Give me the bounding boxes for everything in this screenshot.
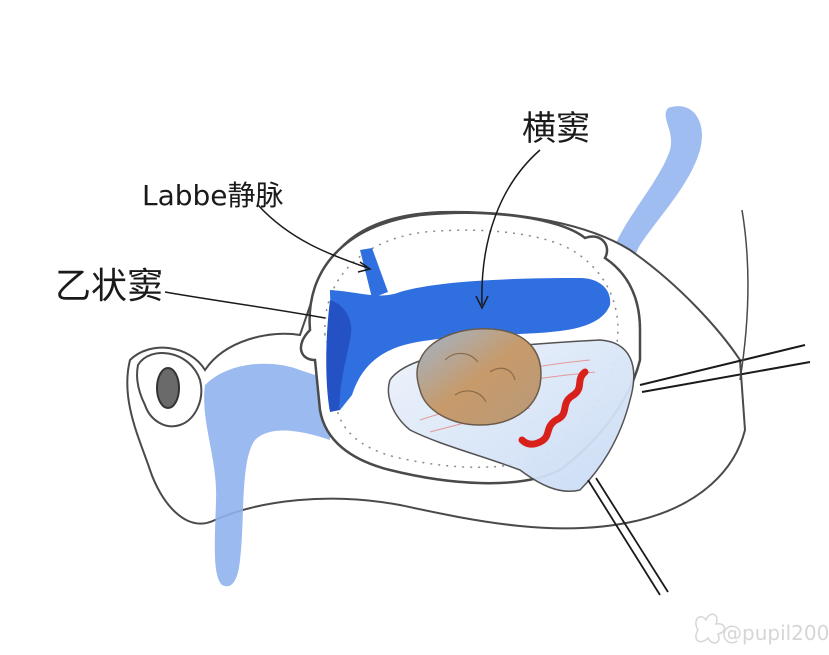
tumor-mass: [416, 328, 542, 426]
label-transverse-sinus: 横窦: [522, 109, 590, 149]
labbe-vein: [360, 248, 388, 298]
transverse-sinus: [330, 278, 611, 410]
craniotomy-inner-edge: [324, 229, 619, 468]
labbe-leader-arrow: [357, 261, 372, 273]
retractor-instrument-lower: [587, 477, 669, 596]
watermark-text: @pupil2009: [722, 621, 829, 645]
label-sigmoid-sinus: 乙状窦: [55, 266, 163, 307]
sigmoid-leader-line: [164, 291, 326, 319]
retractor-instrument-right: [639, 344, 811, 393]
sigmoid-sinus-dark: [326, 300, 352, 412]
far-right-contour: [739, 209, 749, 381]
watermark: @pupil2009: [695, 613, 829, 645]
label-labbe-vein: Labbe静脉: [142, 179, 284, 212]
ear-canal: [156, 367, 180, 409]
flower-icon: [695, 613, 726, 644]
transverse-leader-arrow: [475, 295, 489, 310]
tumor-texture: [444, 352, 516, 403]
artery-vessel: [518, 368, 589, 448]
sigmoid-sinus-light: [204, 363, 330, 587]
transverse-leader-line: [481, 149, 541, 306]
labbe-leader-line: [257, 204, 369, 269]
